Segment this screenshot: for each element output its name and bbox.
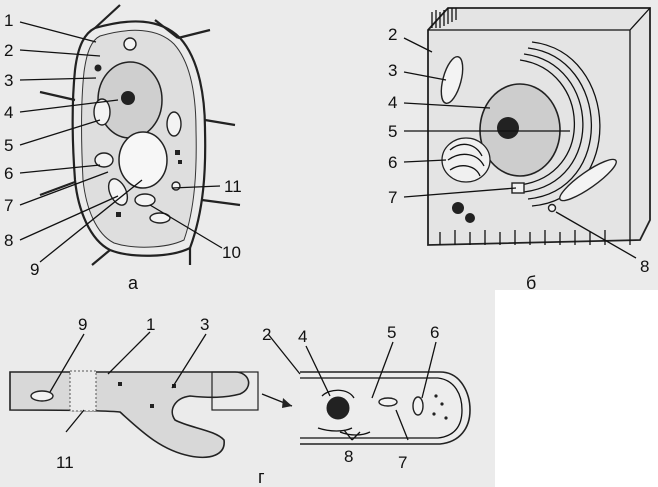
label-g-11: 11 bbox=[56, 453, 74, 472]
caption-a: а bbox=[128, 273, 139, 293]
vacuole bbox=[30, 390, 54, 402]
septum-gap bbox=[69, 370, 97, 412]
zoom-box bbox=[211, 371, 259, 411]
cell-wall bbox=[71, 20, 207, 257]
vesicle bbox=[171, 181, 181, 191]
blank-area bbox=[495, 290, 658, 487]
label-g-3: 3 bbox=[200, 315, 209, 334]
granule bbox=[118, 382, 122, 386]
label-a-4: 4 bbox=[4, 103, 13, 122]
granule bbox=[175, 150, 180, 155]
label-b-8: 8 bbox=[640, 257, 649, 276]
endoplasmic-reticulum bbox=[519, 41, 601, 207]
hypha bbox=[9, 371, 250, 459]
label-a-5: 5 bbox=[4, 136, 13, 155]
label-g-4: 4 bbox=[298, 327, 307, 346]
vacuole bbox=[118, 131, 168, 189]
granule bbox=[116, 212, 121, 217]
nuclear-envelope bbox=[321, 389, 355, 399]
granule bbox=[440, 402, 444, 406]
label-a-9: 9 bbox=[30, 260, 39, 279]
label-a-8: 8 bbox=[4, 231, 13, 250]
label-a-1: 1 bbox=[4, 11, 13, 30]
label-g-7: 7 bbox=[398, 453, 407, 472]
label-g-8: 8 bbox=[344, 447, 353, 466]
label-g-2: 2 bbox=[262, 325, 271, 344]
hypha-panel: 9 1 3 11 2 4 5 6 8 7 г bbox=[9, 315, 471, 487]
vesicle bbox=[547, 203, 557, 213]
mitochondrion bbox=[134, 193, 156, 207]
plant-cell-panel: 1 2 3 4 5 6 7 8 9 10 11 а bbox=[4, 4, 242, 293]
nucleus bbox=[479, 83, 561, 177]
nucleus bbox=[326, 396, 350, 420]
basal-folds bbox=[439, 230, 606, 245]
label-a-6: 6 bbox=[4, 164, 13, 183]
vesicle bbox=[123, 37, 137, 51]
chloroplast bbox=[93, 98, 111, 126]
granule bbox=[444, 416, 448, 420]
caption-g: г bbox=[258, 467, 265, 487]
mitochondrion bbox=[559, 158, 617, 202]
zoom-arrowhead bbox=[282, 398, 292, 408]
mitochondrion bbox=[440, 56, 464, 104]
granule bbox=[434, 394, 438, 398]
lysosome bbox=[465, 213, 475, 223]
label-g-5: 5 bbox=[387, 323, 396, 342]
label-b-2: 2 bbox=[388, 25, 397, 44]
label-b-5: 5 bbox=[388, 122, 397, 141]
plasma-membrane bbox=[300, 377, 463, 439]
mitochondrion bbox=[412, 396, 424, 416]
leader-lines bbox=[19, 21, 223, 263]
label-g-9: 9 bbox=[78, 315, 87, 334]
golgi bbox=[94, 152, 114, 168]
er-strands bbox=[317, 427, 371, 436]
label-b-6: 6 bbox=[388, 153, 397, 172]
lysosome bbox=[452, 202, 464, 214]
granule bbox=[150, 404, 154, 408]
nucleolus bbox=[121, 91, 135, 105]
label-b-7: 7 bbox=[388, 188, 397, 207]
label-a-2: 2 bbox=[4, 41, 13, 60]
label-g-6: 6 bbox=[430, 323, 439, 342]
label-b-4: 4 bbox=[388, 93, 397, 112]
block-edges bbox=[428, 7, 651, 245]
granule bbox=[432, 412, 436, 416]
leader-lines bbox=[403, 37, 637, 259]
microvilli bbox=[431, 8, 457, 28]
label-a-10: 10 bbox=[222, 243, 241, 262]
granule bbox=[94, 64, 102, 72]
mitochondrion bbox=[166, 111, 182, 137]
granule bbox=[178, 160, 182, 164]
hypha-tip bbox=[300, 371, 471, 445]
golgi-cisternae bbox=[447, 143, 485, 177]
nucleolus bbox=[497, 117, 519, 139]
label-g-1: 1 bbox=[146, 315, 155, 334]
mitochondrion bbox=[149, 212, 171, 224]
label-a-3: 3 bbox=[4, 71, 13, 90]
mitochondrion bbox=[378, 397, 398, 407]
label-a-7: 7 bbox=[4, 196, 13, 215]
label-a-11: 11 bbox=[224, 177, 242, 196]
animal-cell-panel: 2 3 4 5 6 7 8 б bbox=[388, 7, 651, 293]
label-b-3: 3 bbox=[388, 61, 397, 80]
caption-b: б bbox=[526, 273, 536, 293]
leader-lines bbox=[49, 331, 437, 441]
